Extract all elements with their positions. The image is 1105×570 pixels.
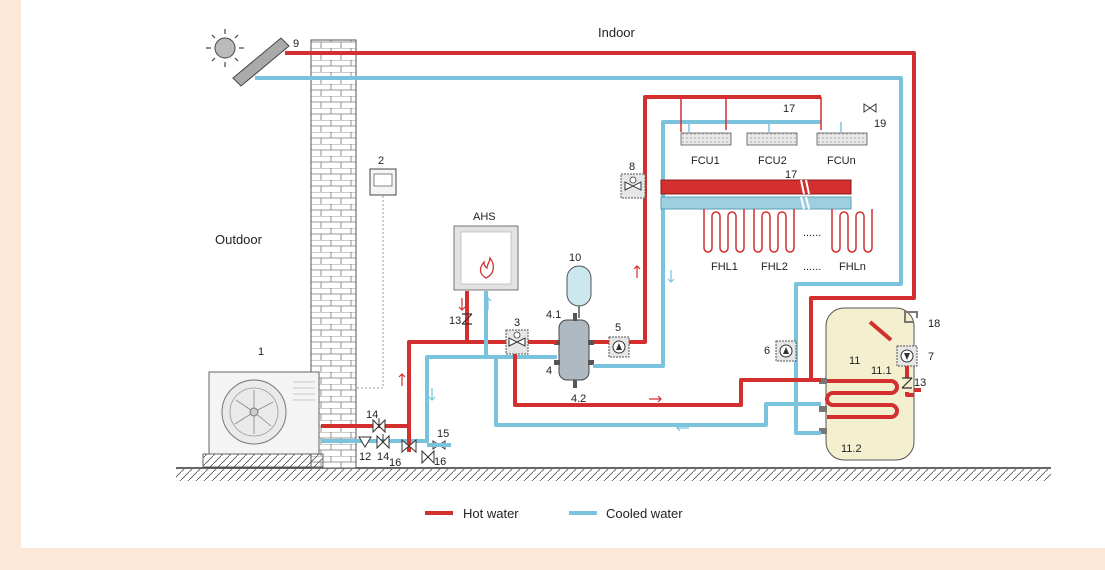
label-dots-2: ......: [803, 261, 821, 273]
label-19: 19: [874, 118, 886, 130]
label-11: 11: [849, 355, 860, 367]
label-14b: 14: [377, 451, 389, 463]
label-12: 12: [359, 451, 371, 463]
pump-icon: [608, 336, 630, 358]
control-wire: [357, 196, 384, 389]
valve-icon: [863, 103, 877, 113]
mixing-valve-3: [505, 329, 529, 355]
legend: Hot water Cooled water: [425, 506, 683, 521]
label-fhln: FHLn: [839, 261, 866, 273]
dhw-tank: [819, 307, 915, 461]
fcu2-unit: [746, 132, 798, 146]
heating-system-diagram: Indoor Outdoor 9 2: [176, 25, 1051, 521]
label-9: 9: [293, 38, 299, 50]
valve-14a: [372, 418, 386, 434]
ground: [176, 467, 1051, 481]
label-11-2: 11.2: [841, 443, 862, 455]
floor-heating-manifold: [660, 179, 852, 210]
label-fcu2: FCU2: [758, 155, 787, 167]
legend-hot-label: Hot water: [463, 506, 519, 521]
legend-cold-label: Cooled water: [606, 506, 683, 521]
fcu-group: [680, 97, 868, 146]
fcu1-unit: [680, 132, 732, 146]
buffer-tank: [554, 313, 594, 388]
valve-16b: [421, 449, 435, 465]
label-fhl2: FHL2: [761, 261, 788, 273]
label-13b: 13: [914, 377, 926, 389]
check-valve-13b: [901, 377, 913, 389]
label-ahs: AHS: [473, 211, 496, 223]
valve-14b: [376, 434, 390, 450]
label-1: 1: [258, 346, 264, 358]
label-dots-1: ......: [803, 227, 821, 239]
sun-icon: [206, 29, 244, 67]
ahs-boiler: [453, 225, 519, 291]
label-17-mid: 17: [785, 169, 797, 181]
label-fcu1: FCU1: [691, 155, 720, 167]
thermostat-icon: [369, 168, 397, 196]
fcun-unit: [816, 132, 868, 146]
label-fhl1: FHL1: [711, 261, 738, 273]
diagram-frame: Indoor Outdoor 9 2: [21, 0, 1105, 548]
strainer-12: [358, 436, 372, 448]
label-15: 15: [437, 428, 449, 440]
floor-heating-loops: [703, 209, 873, 253]
label-fcun: FCUn: [827, 155, 856, 167]
label-11-1: 11.1: [871, 365, 892, 377]
tap-18: [904, 311, 918, 323]
valve-16a: [401, 438, 417, 454]
outdoor-unit: [202, 371, 324, 468]
label-17-top: 17: [783, 103, 795, 115]
pump-6: [775, 340, 797, 362]
outdoor-label: Outdoor: [215, 232, 263, 247]
indoor-label: Indoor: [598, 25, 636, 40]
label-3: 3: [514, 317, 520, 329]
label-7: 7: [928, 351, 934, 363]
flame-icon: [479, 256, 494, 279]
label-16a: 16: [389, 457, 401, 469]
label-8: 8: [629, 161, 635, 173]
check-valve-13a: [461, 313, 473, 325]
label-16b: 16: [434, 456, 446, 468]
solar-panel: [232, 37, 290, 87]
label-18: 18: [928, 318, 940, 330]
label-6: 6: [764, 345, 770, 357]
label-14a: 14: [366, 409, 378, 421]
label-13a: 13: [449, 315, 461, 327]
label-4: 4: [546, 365, 552, 377]
label-10: 10: [569, 252, 581, 264]
label-4-1: 4.1: [546, 309, 561, 321]
pump-7: [896, 345, 918, 367]
label-2: 2: [378, 155, 384, 167]
three-way-valve-8: [620, 173, 646, 199]
flow-arrows: [398, 265, 689, 432]
label-4-2: 4.2: [571, 393, 586, 405]
expansion-vessel: [566, 265, 592, 307]
pipe-network: [255, 51, 921, 452]
label-5: 5: [615, 322, 621, 334]
